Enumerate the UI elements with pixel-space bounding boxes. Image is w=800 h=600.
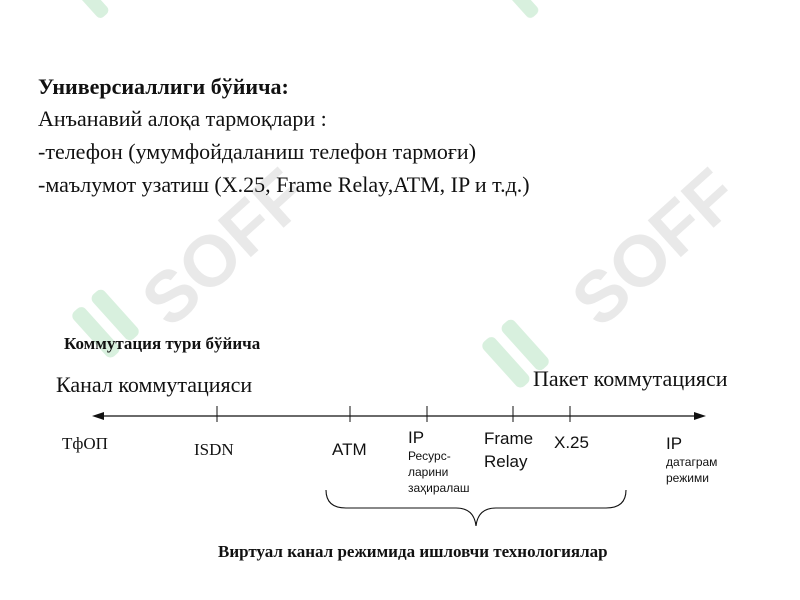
switching-type-heading: Коммутация тури бўйича (64, 334, 261, 353)
isdn-label: ISDN (194, 440, 234, 459)
ip-reserve-line-1: Ресурс- (408, 449, 451, 463)
ip-datagram-line-1: датаграм (666, 455, 718, 469)
packet-switching-label: Пакет коммутацияси (533, 366, 728, 391)
telephone-network-line: -телефон (умумфойдаланиш телефон тармоғи… (38, 139, 477, 164)
ip-reserve-title: IP (408, 428, 425, 447)
traditional-networks-line: Анъанавий алоқа тармоқлари : (38, 106, 327, 131)
right-arrow-icon (694, 412, 706, 420)
x25-label: X.25 (554, 433, 589, 452)
ip-reserve-line-2: ларини (408, 465, 449, 479)
frame-relay-line-2: Relay (484, 452, 528, 471)
virtual-channel-caption: Виртуал канал режимида ишловчи технологи… (218, 542, 608, 561)
tfop-label: ТфОП (62, 434, 108, 453)
atm-label: ATM (332, 440, 367, 459)
ip-reserve-group: IP Ресурс- ларини заҳиралаш (408, 427, 470, 496)
data-transfer-line: -маълумот узатиш (X.25, Frame Relay,ATM,… (38, 172, 530, 197)
ip-datagram-title: IP (666, 434, 683, 453)
ip-datagram-line-2: режими (666, 471, 709, 485)
frame-relay-line-1: Frame (484, 429, 534, 448)
frame-relay-group: Frame Relay (484, 427, 533, 473)
ip-reserve-line-3: заҳиралаш (408, 481, 470, 495)
virtual-channel-brace (325, 489, 627, 527)
ip-datagram-group: IP датаграм режими (666, 433, 717, 486)
section-heading: Универсиаллиги бўйича: (38, 74, 289, 99)
circuit-switching-label: Канал коммутацияси (56, 372, 253, 397)
left-arrow-icon (92, 412, 104, 420)
